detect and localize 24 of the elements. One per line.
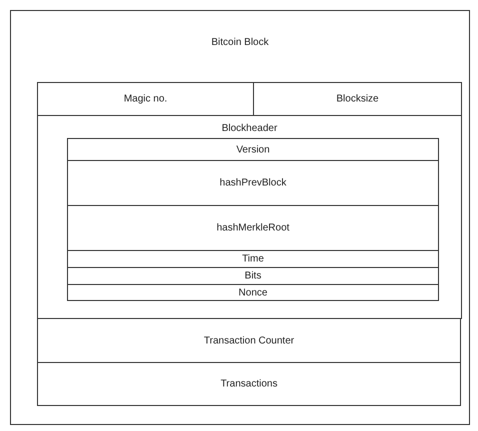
field-box (37, 82, 254, 116)
section-title: Blockheader (222, 123, 278, 134)
field-box (37, 362, 461, 406)
field-box (67, 160, 439, 206)
field-label: hashPrevBlock (220, 178, 286, 188)
field-box (67, 267, 439, 285)
field-box (67, 138, 439, 161)
block-frame (10, 10, 470, 425)
field-label: Transaction Counter (204, 335, 294, 346)
field-label: Version (236, 144, 270, 155)
field-box (67, 205, 439, 251)
field-label: Transactions (220, 378, 278, 390)
field-label: Blocksize (336, 94, 379, 104)
field-label: Nonce (238, 287, 268, 298)
section-title: Bitcoin Block (211, 37, 269, 48)
field-box (37, 318, 461, 363)
field-box (67, 284, 439, 301)
field-box (67, 250, 439, 268)
field-label: hashMerkleRoot (216, 222, 290, 234)
field-label: Magic no. (124, 94, 168, 104)
field-box (253, 82, 462, 116)
field-label: Bits (244, 270, 262, 282)
field-label: Time (242, 254, 264, 264)
header-section (37, 115, 462, 319)
